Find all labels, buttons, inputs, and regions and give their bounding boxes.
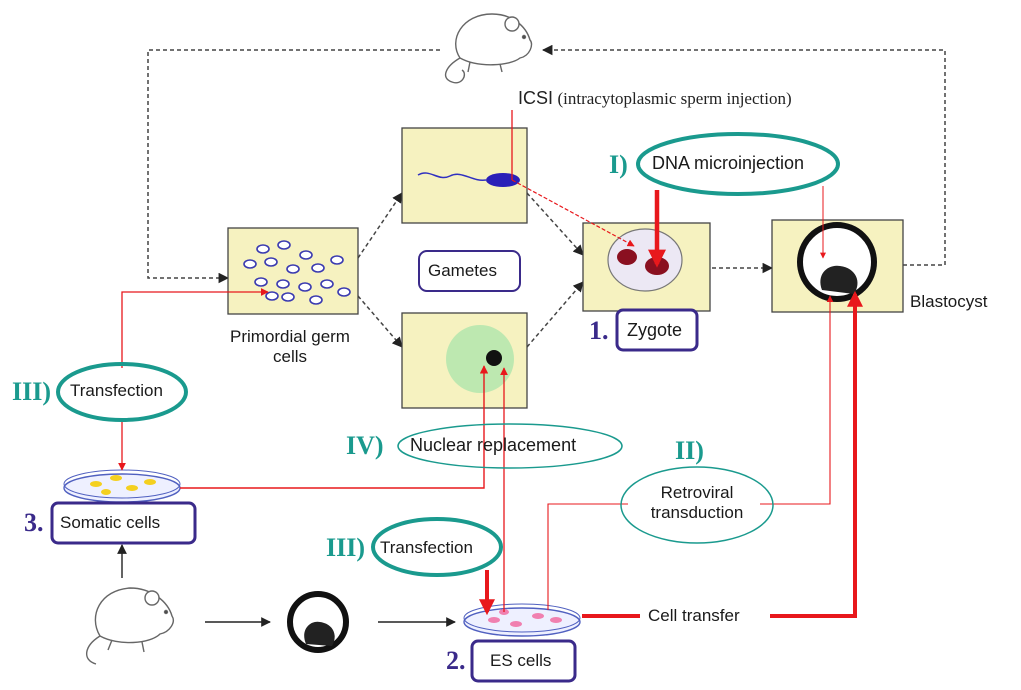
black-arrows — [117, 544, 456, 627]
primordial-label: Primordial germ cells — [215, 327, 365, 367]
dna-microinjection-label: DNA microinjection — [652, 153, 805, 173]
marker-1: 1. — [589, 316, 609, 345]
retroviral-label: Retroviral transduction — [632, 483, 762, 523]
marker-3: 3. — [24, 508, 44, 537]
dish-somatic — [63, 469, 181, 503]
box-zygote — [615, 308, 699, 352]
blastocyst-bottom — [287, 591, 349, 653]
panel-primordial — [227, 227, 359, 315]
box-gametes — [418, 250, 521, 292]
marker-IV: IV) — [346, 431, 384, 460]
panel-zygote — [582, 222, 711, 312]
loop-left — [147, 49, 440, 284]
ellipse-transfection-bottom — [371, 517, 503, 577]
retroviral-line2: transduction — [650, 503, 744, 522]
zygote-label: Zygote — [627, 320, 683, 340]
marker-III-bottom: III) — [326, 533, 366, 562]
nuclear-replacement-label: Nuclear replacement — [410, 435, 577, 455]
marker-2: 2. — [446, 646, 466, 675]
dashed-arrows — [357, 192, 774, 348]
marker-I: I) — [609, 150, 628, 179]
mouse-bottom — [86, 587, 174, 665]
ellipse-retroviral — [620, 466, 774, 544]
ellipse-transfection-top — [56, 362, 188, 422]
panel-oocyte — [401, 312, 528, 409]
red-arrows — [118, 110, 863, 618]
panel-blastocyst — [771, 219, 904, 313]
loop-right — [541, 44, 946, 266]
box-es — [470, 639, 577, 683]
gametes-label: Gametes — [428, 261, 497, 280]
icsi-abbr: ICSI — [518, 88, 554, 108]
marker-II: II) — [675, 436, 704, 465]
icsi-full: (intracytoplasmic sperm injection) — [557, 89, 792, 108]
dish-es — [463, 603, 581, 637]
cell-transfer-label: Cell transfer — [648, 606, 740, 625]
mouse-top — [444, 13, 533, 84]
ellipse-dna-microinjection — [636, 132, 840, 196]
panel-sperm — [401, 127, 528, 224]
blastocyst-label: Blastocyst — [910, 292, 988, 311]
primordial-line2: cells — [272, 347, 307, 366]
marker-III-top: III) — [12, 377, 52, 406]
retroviral-line1: Retroviral — [660, 483, 734, 502]
primordial-line1: Primordial germ — [230, 327, 350, 346]
es-cells-label: ES cells — [490, 651, 552, 670]
somatic-cells-label: Somatic cells — [60, 513, 161, 532]
ellipse-nuclear-replacement — [397, 423, 623, 469]
box-somatic — [50, 501, 197, 545]
transfection-top-label: Transfection — [70, 381, 163, 400]
icsi-label: ICSI (intracytoplasmic sperm injection) — [518, 88, 792, 109]
transfection-bottom-label: Transfection — [380, 538, 473, 557]
